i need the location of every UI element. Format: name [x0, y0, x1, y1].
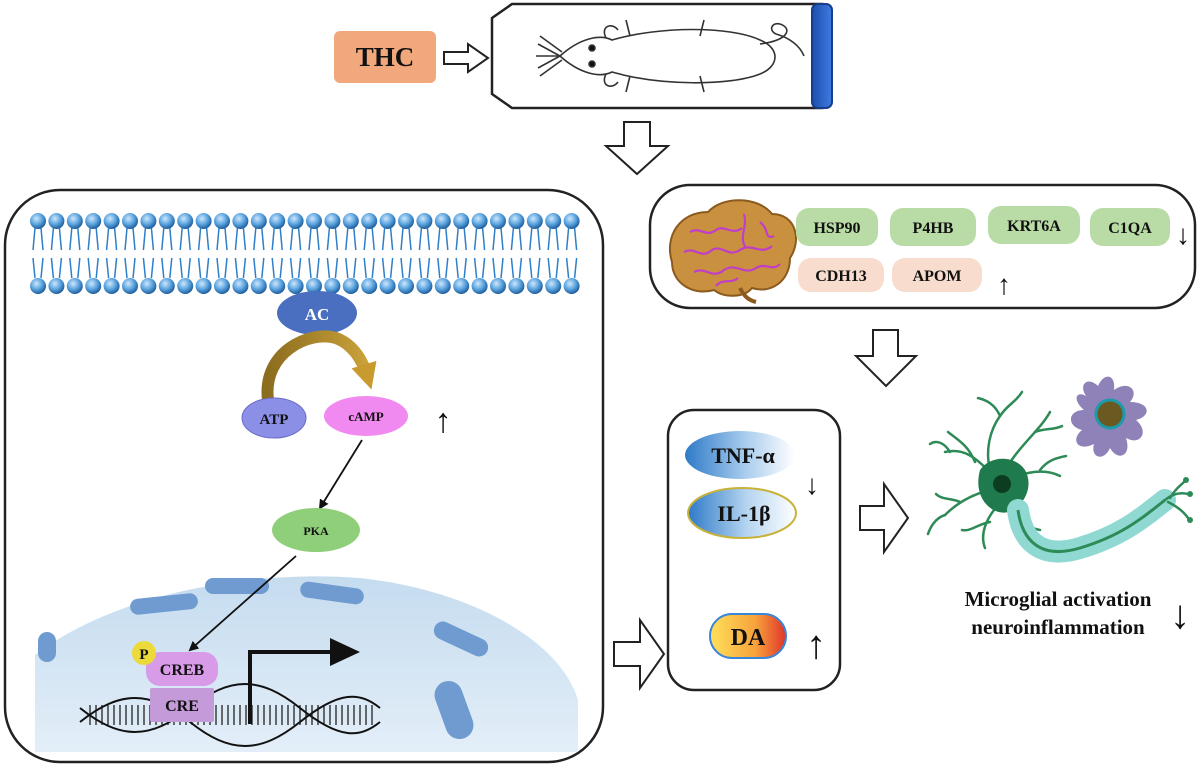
- restraint-tube: [490, 2, 833, 110]
- neuron-icon: [926, 390, 1193, 563]
- transcription-arrow-head: [330, 638, 360, 666]
- gene-up-apom: APOM: [892, 258, 982, 292]
- mouse-icon: [536, 19, 805, 93]
- pka-label: PKA: [303, 524, 329, 538]
- gene-down-krt6a: KRT6A: [988, 206, 1080, 244]
- ac-label: AC: [305, 305, 330, 324]
- open-arrow-tube-down: [603, 121, 671, 176]
- cytokine-down-arrow: ↓: [805, 469, 819, 500]
- gene-up-cdh13: CDH13: [798, 258, 884, 292]
- gene-label: HSP90: [813, 220, 860, 237]
- camp-to-pka-arrow: [318, 439, 363, 510]
- camp-node: cAMP: [324, 396, 408, 436]
- gene-down-hsp90: HSP90: [796, 208, 878, 246]
- tnf-alpha-label: TNF-α: [711, 443, 775, 468]
- da-label: DA: [731, 625, 766, 651]
- thc-box: THC: [334, 31, 436, 83]
- microglia-icon: [1070, 376, 1147, 457]
- creb-node: CREB: [146, 652, 218, 686]
- gene-label: KRT6A: [1007, 218, 1061, 235]
- atp-node: ATP: [241, 397, 307, 439]
- atp-label: ATP: [260, 412, 289, 428]
- gene-label: CDH13: [815, 268, 867, 285]
- camp-up-arrow: ↑: [435, 402, 452, 440]
- da-up-arrow: ↑: [806, 623, 826, 667]
- cre-node: CRE: [150, 688, 214, 722]
- atp-to-camp-arc: [261, 330, 377, 401]
- il-1b-label: IL-1β: [717, 501, 770, 526]
- brain-icon: [668, 199, 797, 304]
- cytokine-panel: [666, 408, 842, 692]
- gene-down-p4hb: P4HB: [890, 208, 976, 246]
- outcome-line-1: Microglial activation: [965, 587, 1152, 611]
- tnf-alpha-node: TNF-α: [685, 431, 795, 479]
- gene-up-arrow: ↑: [997, 269, 1011, 300]
- open-arrow-cytokines-to-neuron: [859, 480, 910, 556]
- pka-to-creb-arrow: [188, 555, 297, 652]
- phospho-label: P: [139, 647, 148, 663]
- axon: [1007, 489, 1176, 563]
- pka-node: PKA: [272, 508, 360, 552]
- gene-label: P4HB: [913, 220, 954, 237]
- gene-label: C1QA: [1108, 220, 1152, 237]
- creb-label: CREB: [160, 662, 205, 679]
- gene-down-c1qa: C1QA: [1090, 208, 1170, 246]
- outcome-down-arrow: ↓: [1170, 593, 1190, 637]
- il-1b-node: IL-1β: [687, 487, 797, 539]
- transcription-arrow: [248, 650, 345, 724]
- outcome-line-2: neuroinflammation: [971, 615, 1145, 639]
- da-node: DA: [709, 613, 787, 659]
- phospho-node: P: [132, 641, 156, 665]
- gene-label: APOM: [913, 268, 962, 285]
- cell-membrane: [30, 213, 580, 294]
- open-arrow-thc-to-tube: [443, 42, 490, 74]
- camp-label: cAMP: [348, 409, 383, 424]
- ac-node: AC: [277, 291, 357, 335]
- open-arrow-panel-to-cytokines: [613, 616, 666, 692]
- thc-label: THC: [356, 42, 415, 72]
- cre-label: CRE: [165, 698, 199, 715]
- gene-down-arrow: ↓: [1176, 219, 1190, 250]
- open-arrow-genes-down: [853, 329, 919, 388]
